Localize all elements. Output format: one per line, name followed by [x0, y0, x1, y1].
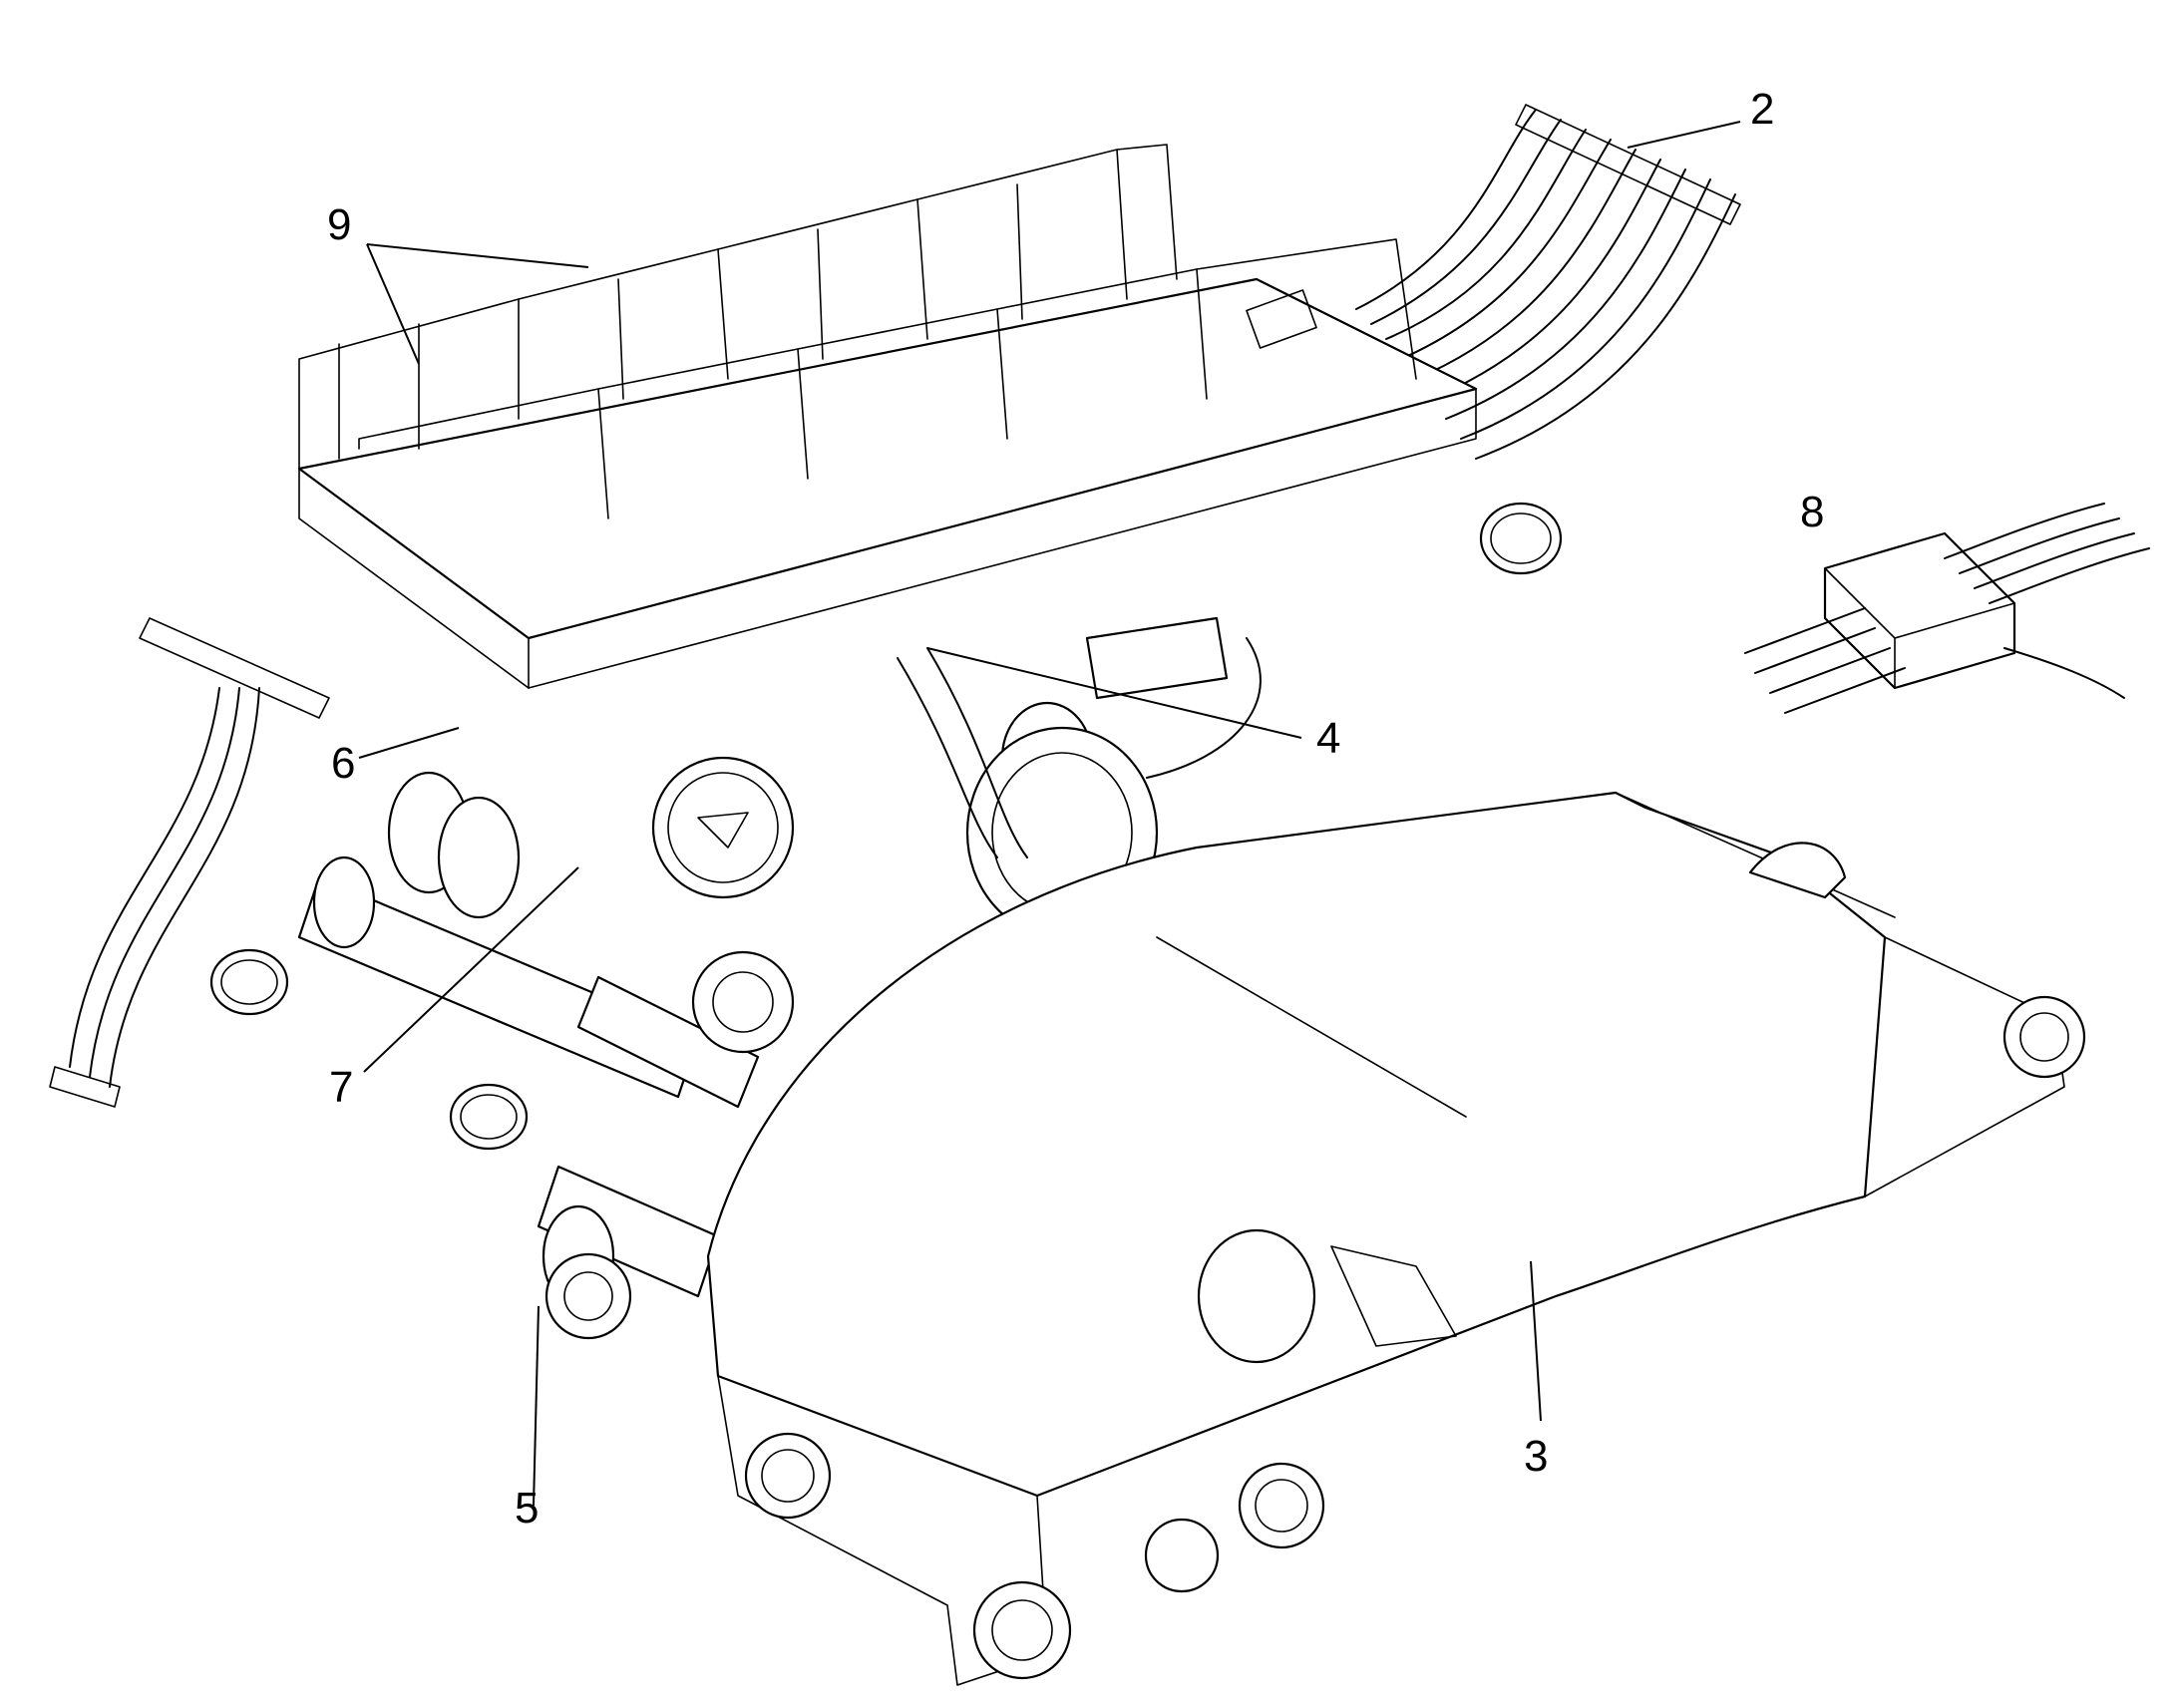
cylinder-assembly-left [297, 771, 795, 1109]
valve-block-8 [1744, 503, 2150, 714]
ring-parts [209, 502, 1563, 1151]
hose-bundle-2 [1355, 104, 1741, 460]
hose-bundle-left [49, 617, 330, 1108]
callout-3: 3 [1524, 1432, 1548, 1481]
motor-assembly-4 [897, 616, 1262, 939]
drum-wheel [651, 756, 795, 899]
callout-6: 6 [331, 739, 355, 788]
callout-9: 9 [327, 200, 351, 249]
boom-3 [706, 791, 2086, 1686]
callout-7: 7 [329, 1063, 353, 1112]
callout-4: 4 [1316, 714, 1340, 763]
cylinder-lower [537, 1165, 720, 1340]
callout-2: 2 [1750, 85, 1774, 134]
leader-lines [358, 121, 1741, 1507]
callout-5: 5 [515, 1484, 539, 1533]
railing-platform-9 [297, 144, 1478, 689]
callout-8: 8 [1800, 488, 1824, 536]
callout-labels: 2 3 4 5 6 7 8 9 [327, 85, 1824, 1533]
